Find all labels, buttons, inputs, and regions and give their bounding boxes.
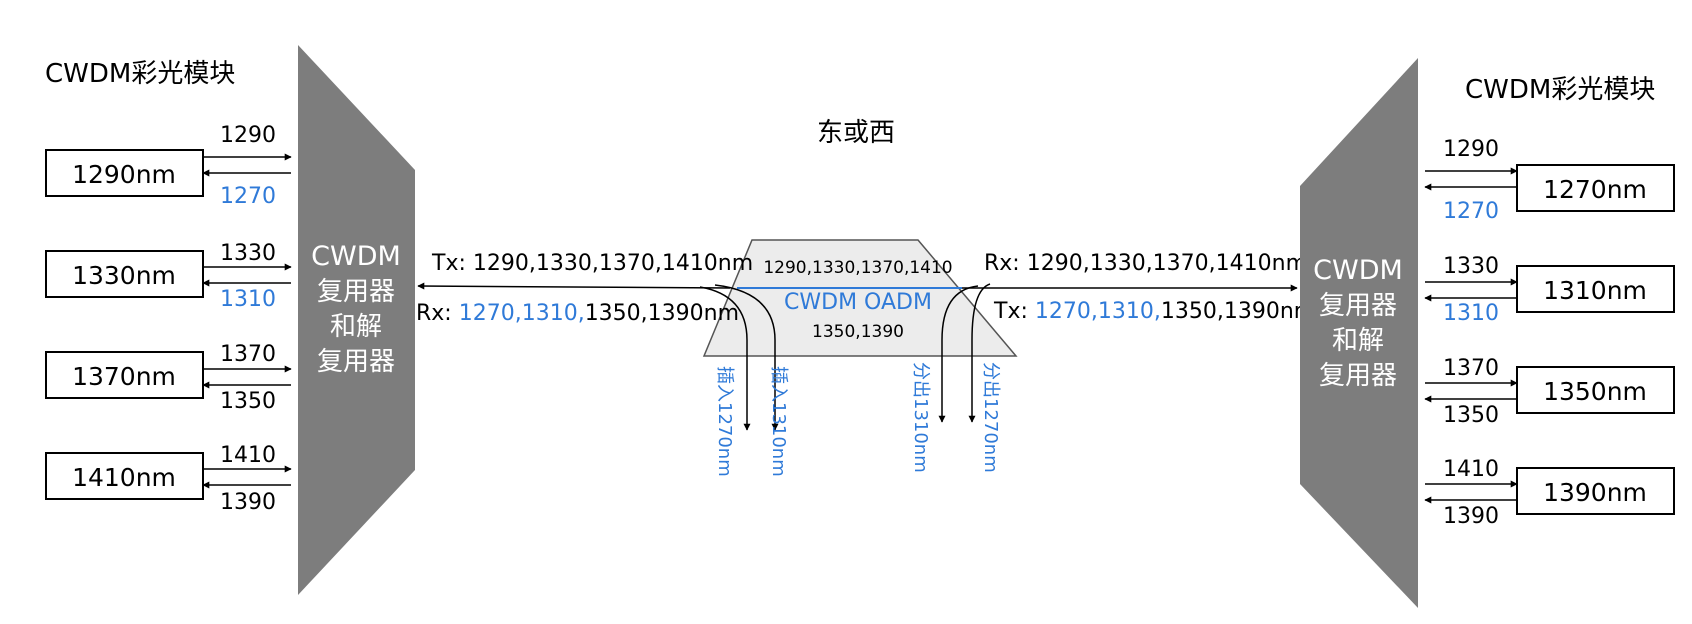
left-rx-label: 1310 [220,287,276,312]
right-rx-label: 1270 [1443,199,1499,224]
left-mux-label-3: 和解 [330,312,382,342]
left-module-title: CWDM彩光模块 [45,59,235,89]
drop-1270-label: 分出1270nm [980,362,1001,473]
left-mux-label-2: 复用器 [317,277,395,307]
right-mux-demux [1300,58,1418,608]
left-fiber-line [417,282,731,290]
right-rx-line: Rx: 1290,1330,1370,1410nm [984,251,1307,276]
right-mux-label-4: 复用器 [1319,361,1397,391]
left-mux-demux [298,45,415,595]
left-tx-label: 1370 [220,342,276,367]
right-module-box [1516,366,1675,414]
left-mux-label-4: 复用器 [317,347,395,377]
left-tx-line: Tx: 1290,1330,1370,1410nm [431,251,753,276]
left-rx-label: 1350 [220,389,276,414]
left-module-name: 1370nm [72,362,176,391]
right-tx-label: 1370 [1443,356,1499,381]
left-tx-label: 1330 [220,241,276,266]
right-tx-label: 1410 [1443,457,1499,482]
right-module-box [1516,164,1675,212]
right-module-title: CWDM彩光模块 [1465,75,1655,105]
left-module-name: 1330nm [72,261,176,290]
left-rx-label: 1270 [220,184,276,209]
oadm-box [702,239,1018,357]
direction-label: 东或西 [817,118,895,148]
left-rx-line: Rx: 1270,1310,1350,1390nm [416,301,739,326]
oadm-bottom-wavelengths: 1350,1390 [812,322,904,342]
right-tx-label: 1290 [1443,137,1499,162]
add-1270-label: 插入1270nm [714,366,735,477]
right-mux-label-1: CWDM [1313,255,1403,286]
left-module-box [45,250,204,298]
oadm-top-wavelengths: 1290,1330,1370,1410 [763,258,952,278]
right-module-box [1516,265,1675,313]
right-rx-label: 1350 [1443,403,1499,428]
left-tx-label: 1410 [220,443,276,468]
right-module-name: 1390nm [1543,478,1647,507]
right-module-name: 1310nm [1543,276,1647,305]
drop-1310-path [938,285,979,423]
right-module-box [1516,467,1675,515]
left-module-box [45,351,204,399]
right-rx-label: 1390 [1443,504,1499,529]
right-module-name: 1350nm [1543,377,1647,406]
right-tx-line: Tx: 1270,1310,1350,1390nm [993,299,1315,324]
left-module-name: 1290nm [72,160,176,189]
add-1310-label: 插入1310nm [768,366,789,477]
left-rx-label: 1390 [220,490,276,515]
left-mux-label-1: CWDM [311,241,401,272]
left-module-box [45,452,204,500]
left-tx-label: 1290 [220,123,276,148]
drop-1310-label: 分出1310nm [910,362,931,473]
right-module-name: 1270nm [1543,175,1647,204]
right-mux-label-2: 复用器 [1319,291,1397,321]
drop-1270-path [968,283,991,423]
right-mux-label-3: 和解 [1332,326,1384,356]
add-1310-path [714,284,779,431]
right-tx-label: 1330 [1443,254,1499,279]
right-rx-label: 1310 [1443,301,1499,326]
left-module-name: 1410nm [72,463,176,492]
add-1270-path [699,286,751,431]
oadm-name: CWDM OADM [784,290,932,315]
